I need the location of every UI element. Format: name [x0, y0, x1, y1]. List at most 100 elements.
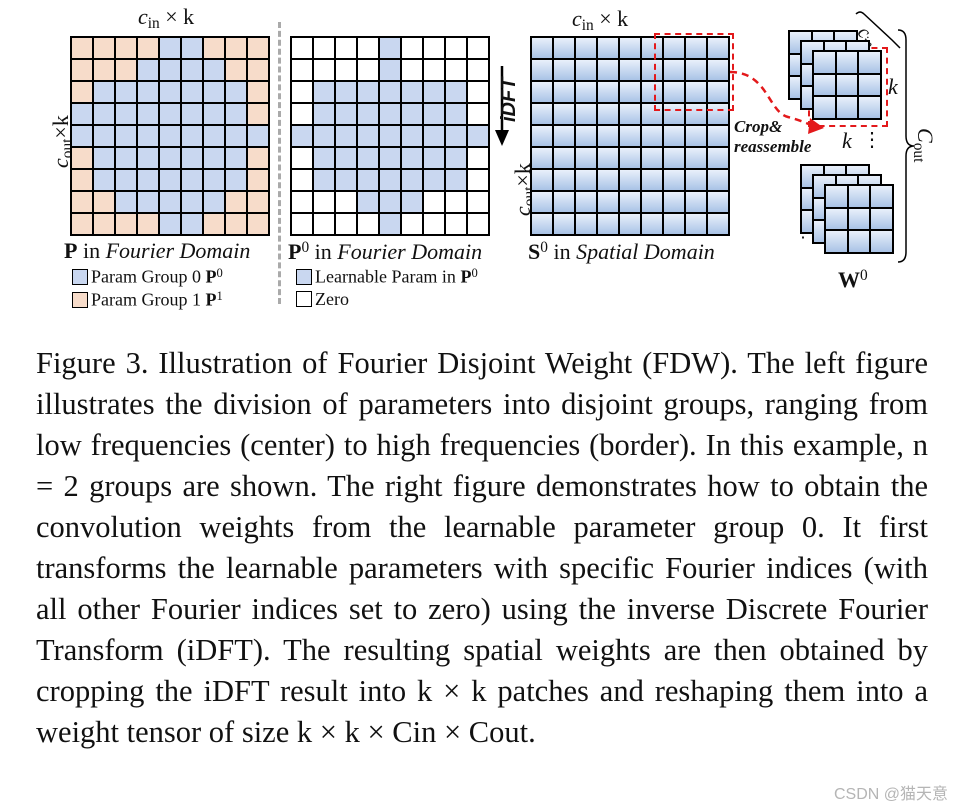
k-label-right: k — [888, 74, 898, 99]
spatial-cell — [532, 82, 552, 102]
grid-cell — [116, 192, 136, 212]
spatial-cell — [664, 148, 684, 168]
grid-cell — [446, 104, 466, 124]
grid-cell — [94, 38, 114, 58]
grid-cell — [314, 214, 334, 234]
grid-cell — [248, 60, 268, 80]
grid-cell — [116, 148, 136, 168]
grid-cell — [160, 82, 180, 102]
grid-cell — [358, 170, 378, 190]
grid-cell — [182, 104, 202, 124]
grid-cell — [336, 104, 356, 124]
grid-cell — [314, 38, 334, 58]
grid-cell — [314, 82, 334, 102]
legend-param-group-0: Param Group 0 P0 — [72, 267, 223, 286]
grid-cell — [468, 82, 488, 102]
spatial-cell — [554, 82, 574, 102]
grid-cell — [160, 60, 180, 80]
grid-cell — [468, 192, 488, 212]
grid-cell — [292, 104, 312, 124]
grid-cell — [468, 60, 488, 80]
grid-cell — [424, 170, 444, 190]
grid-cell — [182, 82, 202, 102]
legend-learnable-param: Learnable Param in P0 — [296, 267, 478, 286]
spatial-weight-grid — [530, 36, 730, 236]
grid-cell — [182, 126, 202, 146]
spatial-cell — [532, 38, 552, 58]
grid-cell — [358, 60, 378, 80]
grid-cell — [424, 38, 444, 58]
grid-cell — [116, 104, 136, 124]
spatial-cell — [576, 82, 596, 102]
grid-cell — [160, 192, 180, 212]
spatial-cell — [554, 192, 574, 212]
grid-cell — [204, 192, 224, 212]
spatial-cell — [708, 126, 728, 146]
grid-cell — [336, 82, 356, 102]
spatial-cell — [554, 148, 574, 168]
grid-cell — [226, 38, 246, 58]
spatial-cell — [708, 170, 728, 190]
grid-cell — [380, 170, 400, 190]
grid-cell — [94, 126, 114, 146]
tensor-patch — [824, 184, 894, 254]
panel4-title: W0 — [838, 266, 868, 292]
grid-cell — [204, 38, 224, 58]
grid-cell — [468, 126, 488, 146]
grid-cell — [94, 60, 114, 80]
grid-cell — [402, 60, 422, 80]
grid-cell — [138, 38, 158, 58]
spatial-cell — [642, 38, 662, 58]
grid-cell — [336, 192, 356, 212]
spatial-cell — [576, 170, 596, 190]
grid-cell — [358, 38, 378, 58]
grid-cell — [446, 126, 466, 146]
spatial-cell — [576, 104, 596, 124]
idft-label: iDFT — [498, 77, 520, 122]
param-group-grid — [70, 36, 270, 236]
legend-zero: Zero — [296, 290, 349, 308]
grid-cell — [358, 214, 378, 234]
grid-cell — [402, 214, 422, 234]
grid-cell — [160, 214, 180, 234]
grid-cell — [248, 38, 268, 58]
cout-bracket-icon — [897, 29, 915, 263]
grid-cell — [314, 60, 334, 80]
grid-cell — [226, 126, 246, 146]
grid-cell — [424, 192, 444, 212]
spatial-cell — [532, 148, 552, 168]
grid-cell — [182, 214, 202, 234]
grid-cell — [204, 60, 224, 80]
grid-cell — [204, 170, 224, 190]
grid-cell — [248, 104, 268, 124]
grid-cell — [380, 126, 400, 146]
spatial-cell — [686, 192, 706, 212]
grid-cell — [446, 60, 466, 80]
grid-cell — [72, 148, 92, 168]
grid-cell — [204, 214, 224, 234]
learnable-param-grid — [290, 36, 490, 236]
spatial-cell — [620, 170, 640, 190]
grid-cell — [336, 214, 356, 234]
grid-cell — [182, 38, 202, 58]
grid-cell — [292, 192, 312, 212]
grid-cell — [292, 126, 312, 146]
grid-cell — [446, 192, 466, 212]
grid-cell — [424, 214, 444, 234]
spatial-cell — [642, 82, 662, 102]
spatial-cell — [598, 214, 618, 234]
spatial-cell — [642, 192, 662, 212]
spatial-cell — [598, 148, 618, 168]
grid-cell — [94, 104, 114, 124]
spatial-cell — [708, 192, 728, 212]
grid-cell — [358, 148, 378, 168]
grid-cell — [160, 104, 180, 124]
grid-cell — [248, 170, 268, 190]
spatial-cell — [576, 60, 596, 80]
grid-cell — [336, 170, 356, 190]
spatial-cell — [532, 170, 552, 190]
grid-cell — [204, 104, 224, 124]
spatial-cell — [686, 148, 706, 168]
spatial-cell — [620, 82, 640, 102]
spatial-cell — [620, 126, 640, 146]
